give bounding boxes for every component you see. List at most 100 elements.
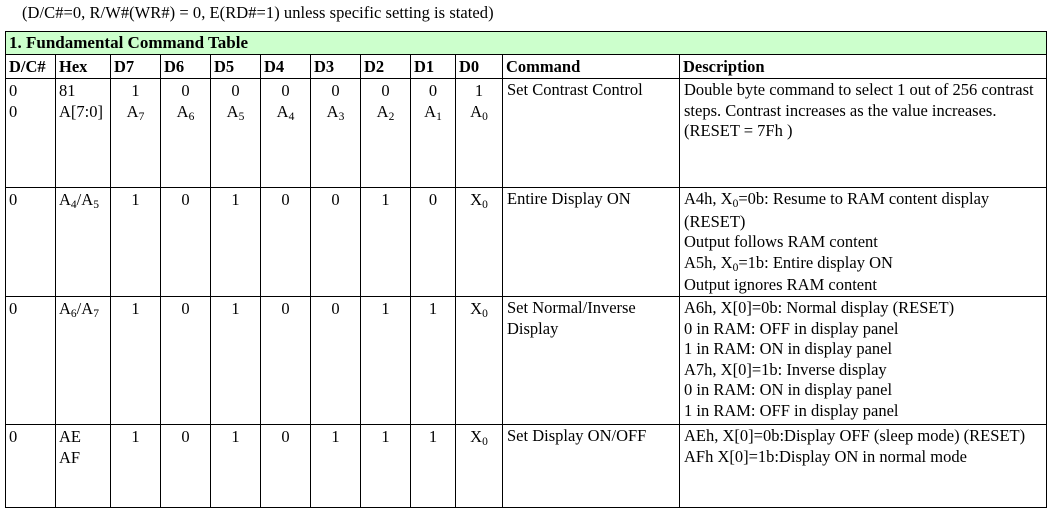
cell-description: A4h, X0=0b: Resume to RAM content displa… xyxy=(679,187,1047,297)
cell-d5: 0 A5 xyxy=(210,78,261,188)
table-row: 0 AE AF 1 0 1 0 1 1 1 X0 Set Display ON/… xyxy=(5,423,1047,508)
subscript: 4 xyxy=(288,111,295,123)
table-section-header-row: 1. Fundamental Command Table xyxy=(5,31,1047,55)
cell-d3: 0 xyxy=(310,187,361,297)
column-header-command: Command xyxy=(502,54,680,79)
column-header-label: D6 xyxy=(164,57,185,76)
section-title-cell: 1. Fundamental Command Table xyxy=(5,31,1047,55)
cell-command: Set Contrast Control xyxy=(502,78,680,188)
cell-value: 0 A1 xyxy=(424,81,442,123)
table-row: 0 A4/A5 1 0 1 0 0 1 0 X0 Entire Display … xyxy=(5,187,1047,297)
cell-d3: 0 A3 xyxy=(310,78,361,188)
cell-d2: 1 xyxy=(360,187,411,297)
cell-d7: 1 xyxy=(110,423,161,508)
column-header-description: Description xyxy=(679,54,1047,79)
cell-value: 1 xyxy=(428,298,438,318)
cell-value: 0 xyxy=(181,426,190,446)
subscript: 0 xyxy=(732,198,739,210)
column-header-d3: D3 xyxy=(310,54,361,79)
cell-d6: 0 xyxy=(160,187,211,297)
column-header-d0: D0 xyxy=(455,54,503,79)
cell-d1: 1 xyxy=(410,295,456,425)
cell-value: Set Contrast Control xyxy=(507,80,643,99)
cell-hex: A6/A7 xyxy=(55,295,111,425)
cell-command: Entire Display ON xyxy=(502,187,680,297)
cell-description: Double byte command to select 1 out of 2… xyxy=(679,78,1047,188)
fundamental-command-table: 1. Fundamental Command Table D/C# Hex D7… xyxy=(5,31,1047,508)
subscript: 6 xyxy=(70,307,77,320)
cell-dc: 0 xyxy=(5,187,56,297)
column-header-d5: D5 xyxy=(210,54,261,79)
cell-value: AEh, X[0]=0b:Display OFF (sleep mode) (R… xyxy=(684,425,1026,466)
subscript: 6 xyxy=(188,111,195,123)
cell-value: A4h, X0=0b: Resume to RAM content displa… xyxy=(684,189,990,295)
cell-d2: 1 xyxy=(360,423,411,508)
column-header-dc: D/C# xyxy=(5,54,56,79)
subscript: 2 xyxy=(388,111,395,123)
subscript: 7 xyxy=(93,307,99,320)
cell-d6: 0 xyxy=(160,295,211,425)
column-header-label: D2 xyxy=(364,57,385,76)
cell-dc: 0 xyxy=(5,295,56,425)
subscript: 0 xyxy=(482,435,488,448)
cell-value: 1 xyxy=(381,190,390,209)
cell-value: 1 xyxy=(231,190,240,209)
cell-dc: 0 0 xyxy=(5,78,56,188)
cell-value: 1 xyxy=(131,298,140,318)
column-header-d2: D2 xyxy=(360,54,411,79)
cell-d4: 0 xyxy=(260,295,311,425)
cell-value: 1 xyxy=(381,426,390,446)
cell-hex: AE AF xyxy=(55,423,111,508)
column-header-d6: D6 xyxy=(160,54,211,79)
subscript: 0 xyxy=(482,307,488,320)
cell-value: 1 A0 xyxy=(470,81,488,123)
subscript: 5 xyxy=(93,199,99,211)
cell-d0: X0 xyxy=(455,295,503,425)
cell-value: 0 xyxy=(281,190,290,209)
cell-value: 1 xyxy=(231,298,240,318)
cell-value: 0 A2 xyxy=(376,81,395,123)
cell-d2: 1 xyxy=(360,295,411,425)
table-row: 0 A6/A7 1 0 1 0 0 1 1 X0 Set Normal/Inve… xyxy=(5,295,1047,425)
cell-value: AE AF xyxy=(59,426,81,467)
cell-d7: 1 xyxy=(110,187,161,297)
column-header-label: D7 xyxy=(114,57,135,76)
subscript: 0 xyxy=(732,261,739,274)
cell-d7: 1 xyxy=(110,295,161,425)
cell-d0: 1 A0 xyxy=(455,78,503,188)
cell-value: 0 xyxy=(181,190,190,209)
subscript: 4 xyxy=(70,199,77,211)
cell-value: 0 xyxy=(9,298,18,318)
cell-value: A4/A5 xyxy=(59,190,99,211)
cell-value: 0 A6 xyxy=(176,81,195,123)
column-header-d7: D7 xyxy=(110,54,161,79)
cell-value: 1 xyxy=(381,298,390,318)
cell-d7: 1 A7 xyxy=(110,78,161,188)
column-header-label: D4 xyxy=(264,57,285,76)
column-header-label: Description xyxy=(683,57,765,76)
cell-value: X0 xyxy=(470,298,488,320)
cell-value: 0 A3 xyxy=(326,81,345,123)
cell-d4: 0 xyxy=(260,423,311,508)
cell-dc: 0 xyxy=(5,423,56,508)
cell-d6: 0 xyxy=(160,423,211,508)
cell-value: 0 xyxy=(428,190,438,209)
subscript: 5 xyxy=(238,111,245,123)
cell-command: Set Display ON/OFF xyxy=(502,423,680,508)
cell-description: A6h, X[0]=0b: Normal display (RESET) 0 i… xyxy=(679,295,1047,425)
column-header-label: D0 xyxy=(459,57,480,76)
cell-d1: 0 xyxy=(410,187,456,297)
cell-value: 1 xyxy=(331,426,340,446)
cell-hex: 81 A[7:0] xyxy=(55,78,111,188)
table-row: 0 0 81 A[7:0] 1 A7 0 A6 0 A5 0 A4 0 A3 0… xyxy=(5,78,1047,188)
cell-d2: 0 A2 xyxy=(360,78,411,188)
cell-value: 0 xyxy=(331,190,340,209)
cell-d1: 0 A1 xyxy=(410,78,456,188)
cell-value: 1 xyxy=(231,426,240,446)
subscript: 1 xyxy=(436,111,442,123)
cell-value: 0 xyxy=(181,298,190,318)
column-header-label: D1 xyxy=(414,57,435,76)
cell-value: Set Display ON/OFF xyxy=(507,425,647,445)
table-column-header-row: D/C# Hex D7 D6 D5 D4 D3 D2 D1 D0 Command… xyxy=(5,54,1047,79)
